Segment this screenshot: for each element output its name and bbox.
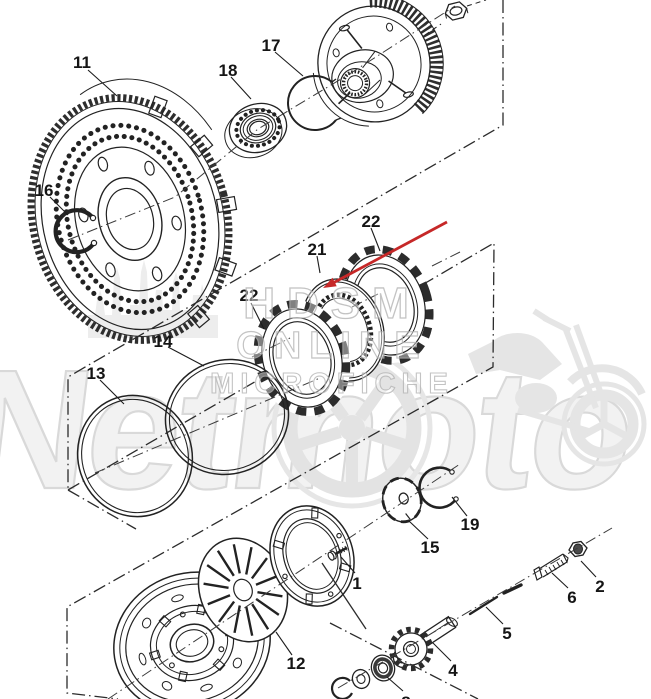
friction-plate-22-left — [253, 300, 351, 416]
watermark-under-layer: Netmoto — [0, 260, 647, 526]
hex-nut-part-2 — [568, 540, 588, 558]
adjuster-screw-part-6 — [533, 553, 569, 581]
boundary-bottom-right-edge — [329, 622, 479, 699]
bearing-part-18 — [224, 102, 288, 159]
retainer-plate — [269, 505, 355, 607]
axis-centerlines — [67, 5, 613, 699]
part-label-13: 13 — [87, 364, 106, 383]
part-label-16: 16 — [35, 181, 54, 200]
nut-corner-dashed — [466, 0, 487, 7]
boundary-bottom-right-corner — [321, 562, 367, 630]
part-label-4: 4 — [448, 661, 458, 680]
ring-part-13 — [76, 394, 194, 518]
small-snap-ring — [330, 676, 353, 699]
part-label-2: 2 — [595, 577, 604, 596]
boundary-middle-group — [66, 241, 495, 699]
motorcycle-watermark — [468, 308, 647, 467]
pulley-hub-assembly — [312, 0, 444, 127]
centerline-bottom-group — [107, 463, 461, 699]
clutch-basket-part-11 — [27, 78, 238, 344]
microfiche-watermark: HDSM ONLINE MICROFICHE — [210, 278, 454, 400]
screw-part-1 — [327, 545, 348, 561]
part-label-22-top: 22 — [362, 212, 381, 231]
brand-watermark-text: Netmoto — [0, 336, 642, 525]
part-drawings — [27, 0, 588, 699]
watermark-line-3: MICROFICHE — [210, 368, 454, 400]
group-boundaries — [66, 0, 504, 699]
part-label-19: 19 — [461, 515, 480, 534]
part-label-17: 17 — [262, 36, 281, 55]
part-label-12: 12 — [287, 654, 306, 673]
part-label-18: 18 — [219, 61, 238, 80]
red-annotation-arrow — [323, 220, 448, 288]
clutch-plate-tabs — [147, 95, 238, 329]
centerline-plates — [251, 251, 461, 358]
boundary-top-group — [67, 0, 504, 490]
part-labels: 11 18 17 16 21 22 22 14 13 12 15 19 1 2 … — [35, 36, 605, 699]
part-label-22-left: 22 — [240, 286, 259, 305]
pushrod-part-5 — [468, 583, 523, 616]
centerline-top-assembly — [67, 5, 456, 241]
nut-leader-dashed — [424, 23, 442, 36]
part-label-8: 8 — [401, 693, 410, 699]
diaphragm-spring-part-12 — [197, 537, 289, 643]
watermark-line-1: HDSM — [243, 279, 421, 328]
watermark-line-2: ONLINE — [236, 325, 428, 367]
hex-nut-top — [444, 1, 469, 21]
snap-ring-part-16 — [53, 208, 98, 255]
part-label-5: 5 — [502, 624, 511, 643]
washer-small-1 — [351, 668, 371, 690]
bearing-small — [370, 654, 396, 682]
skyline-watermark — [88, 260, 218, 338]
part-label-11: 11 — [73, 53, 91, 72]
part-label-15: 15 — [421, 538, 440, 557]
centerline-shaft — [337, 527, 613, 689]
part-label-1: 1 — [352, 574, 361, 593]
part-label-6: 6 — [567, 588, 576, 607]
part-label-21: 21 — [308, 240, 327, 259]
part-label-14: 14 — [154, 332, 173, 351]
leader-lines — [49, 51, 597, 692]
